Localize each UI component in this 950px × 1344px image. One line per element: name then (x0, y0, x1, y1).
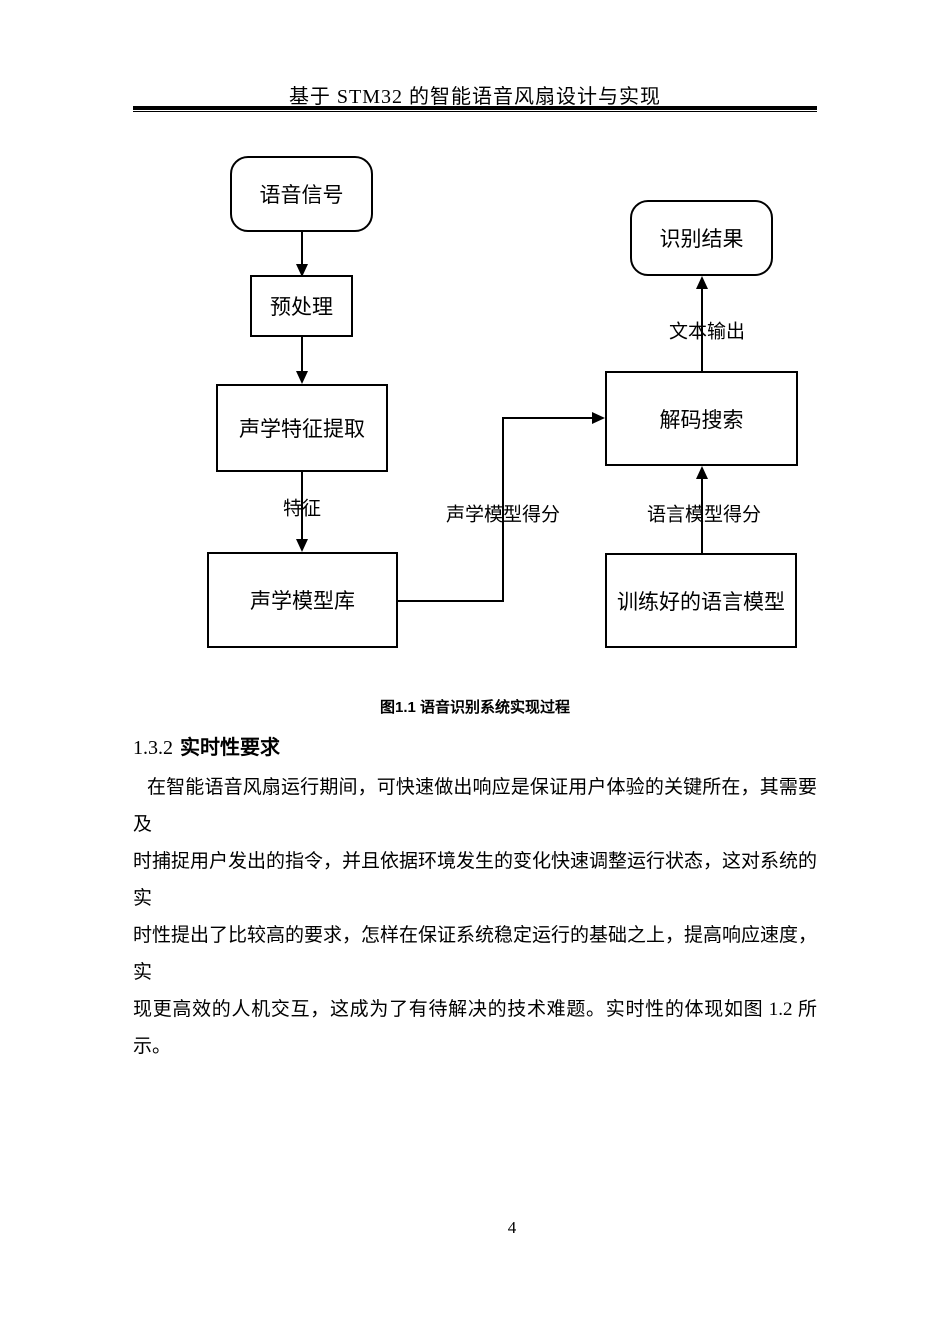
figure-caption: 图1.1 语音识别系统实现过程 (379, 699, 571, 716)
flowchart-node-preprocessing: 预处理 (250, 275, 353, 337)
section-title: 实时性要求 (180, 737, 280, 759)
flowchart-node-acoustic-model-library: 声学模型库 (207, 552, 398, 648)
edge-label-acoustic-model-score: 声学模型得分 (445, 504, 561, 526)
header-title: 基于 STM32 的智能语音风扇设计与实现 (288, 86, 662, 108)
edge-label-text-output: 文本输出 (668, 321, 746, 343)
flowchart-node-speech-signal: 语音信号 (230, 156, 373, 232)
node-label: 声学特征提取 (239, 418, 365, 441)
edge-acoustic-model-library-to-decode-search (398, 412, 605, 602)
header-rule-thin (133, 111, 817, 112)
flowchart-node-decode-search: 解码搜索 (605, 371, 798, 466)
flowchart-figure: 语音信号 预处理 声学特征提取 声学模型库 解码搜索 训练好的语言模型 识别结果… (207, 156, 798, 648)
body-paragraph: 在智能语音风扇运行期间，可快速做出响应是保证用户体验的关键所在，其需要及 时捕捉… (133, 769, 817, 1065)
edge-decode-search-to-recognition-result (696, 276, 708, 371)
flowchart-node-trained-language-model: 训练好的语言模型 (605, 553, 797, 648)
edge-label-feature: 特征 (282, 498, 322, 520)
paragraph-line: 时捕捉用户发出的指令，并且依据环境发生的变化快速调整运行状态，这对系统的实 (133, 851, 818, 909)
page-number: 4 (507, 1218, 517, 1237)
edge-feature-extraction-to-acoustic-model-library (296, 472, 308, 552)
section-number: 1.3.2 (133, 737, 173, 759)
flowchart-connectors (296, 232, 708, 602)
node-label: 声学模型库 (250, 590, 355, 613)
node-label: 解码搜索 (659, 408, 744, 432)
node-label: 预处理 (270, 296, 333, 319)
edge-label-language-model-score: 语言模型得分 (646, 504, 762, 526)
header-rule-thick (133, 106, 817, 110)
header-rule (133, 106, 817, 112)
flowchart-node-recognition-result: 识别结果 (630, 200, 773, 276)
edge-trained-language-model-to-decode-search (696, 466, 708, 553)
edge-preprocessing-to-feature-extraction (296, 337, 308, 384)
paragraph-line: 在智能语音风扇运行期间，可快速做出响应是保证用户体验的关键所在，其需要及 (133, 777, 817, 835)
flowchart-node-acoustic-feature-extraction: 声学特征提取 (216, 384, 388, 472)
edge-speech-signal-to-preprocessing (296, 232, 308, 277)
paragraph-line: 现更高效的人机交互，这成为了有待解决的技术难题。实时性的体现如图 1.2 所示。 (133, 999, 817, 1057)
node-label: 训练好的语言模型 (617, 590, 785, 614)
node-label: 语音信号 (259, 184, 344, 207)
paragraph-line: 时性提出了比较高的要求，怎样在保证系统稳定运行的基础之上，提高响应速度，实 (133, 925, 818, 983)
section-heading: 1.3.2 实时性要求 (133, 731, 280, 760)
node-label: 识别结果 (659, 228, 744, 251)
